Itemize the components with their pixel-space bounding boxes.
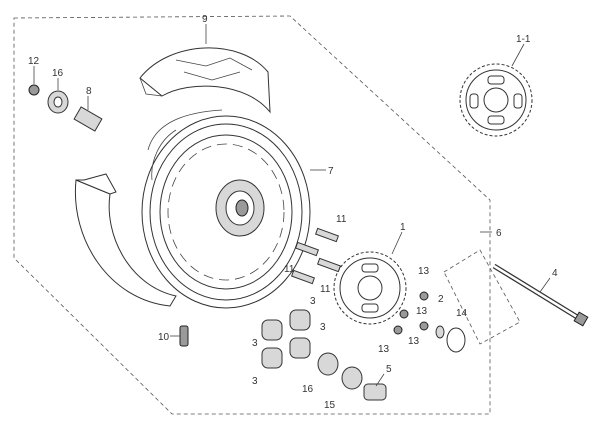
sprocket-nuts (393, 291, 429, 335)
label-nut-c: 13 (408, 336, 420, 347)
label-collar-right: 5 (386, 364, 392, 375)
label-tire: 9 (202, 14, 208, 25)
label-nut-b: 13 (416, 306, 428, 317)
axle-plane (443, 249, 521, 345)
bearing-right (317, 352, 339, 376)
dampers (261, 309, 311, 369)
clip (446, 327, 466, 353)
axle (492, 263, 589, 327)
bolts (290, 227, 342, 285)
leader-lines (33, 24, 551, 387)
assembly-boundary (13, 15, 491, 415)
label-assembly: 6 (496, 228, 502, 239)
sprocket-detail (459, 63, 533, 137)
left-stack (28, 84, 103, 132)
label-valve: 10 (158, 332, 170, 343)
label-nut-a: 13 (418, 266, 430, 277)
part-labels: 9 7 12 16 8 1-1 6 1 4 11 11 11 13 13 13 … (28, 14, 558, 411)
label-seal: 15 (324, 400, 336, 411)
label-collar-left: 8 (86, 86, 92, 97)
sprocket (333, 251, 407, 325)
seal (341, 366, 363, 390)
tire-top (139, 47, 271, 114)
tire-bottom (74, 173, 177, 307)
label-sprocket-detail: 1-1 (516, 34, 531, 45)
label-bearing-right: 16 (302, 384, 314, 395)
label-bolt-c: 11 (320, 284, 331, 295)
label-bearing-left: 16 (52, 68, 64, 79)
label-wheel: 7 (328, 166, 334, 177)
label-damper-b: 3 (320, 322, 326, 333)
label-damper-c: 3 (252, 338, 258, 349)
washer (435, 325, 445, 339)
valve (179, 325, 189, 347)
label-bolt-a: 11 (336, 214, 347, 225)
label-damper-d: 3 (252, 376, 258, 387)
label-damper-a: 3 (310, 296, 316, 307)
wheel-rim (141, 109, 311, 309)
label-washer: 2 (438, 294, 444, 305)
label-bolt-b: 11 (284, 264, 295, 275)
label-nut: 12 (28, 56, 40, 67)
label-clip: 14 (456, 308, 468, 319)
collar-right (363, 383, 387, 401)
label-nut-d: 13 (378, 344, 390, 355)
label-axle: 4 (552, 268, 558, 279)
label-sprocket: 1 (400, 222, 406, 233)
